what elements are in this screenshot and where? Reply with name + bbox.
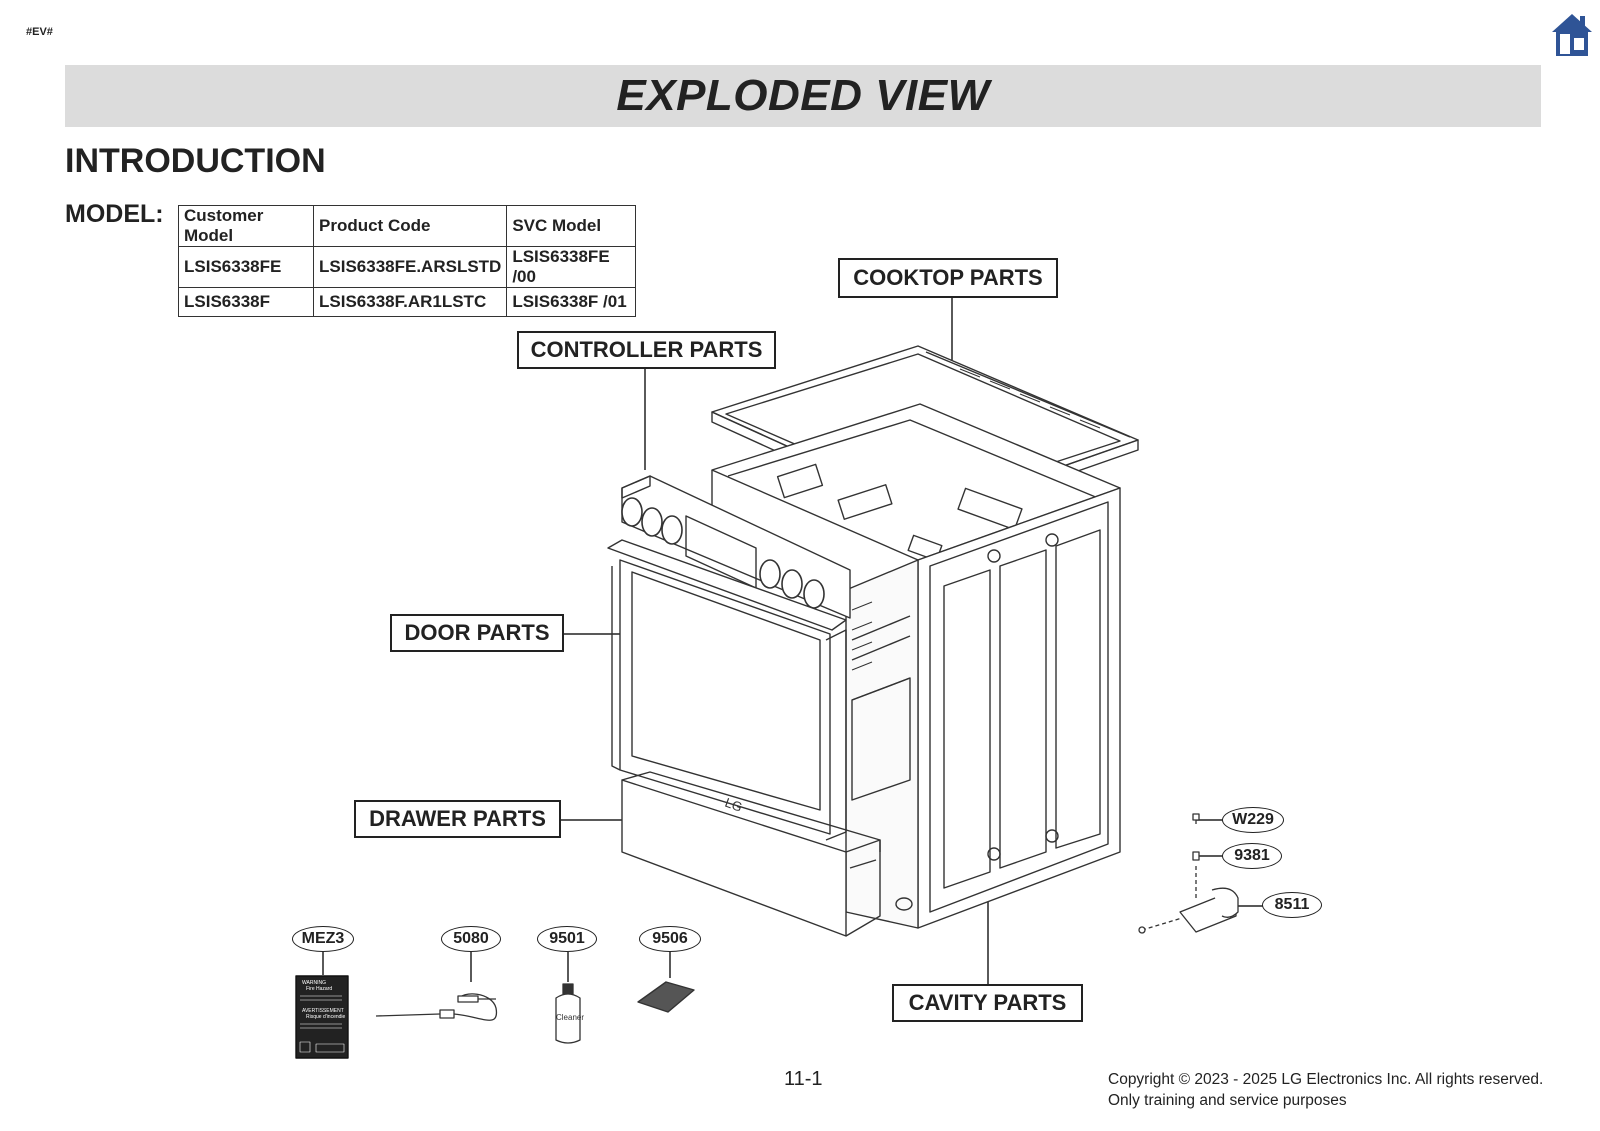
- part-number-9501[interactable]: 9501: [537, 926, 597, 952]
- label-text: Risque d'incendie: [306, 1014, 346, 1020]
- cleaner-bottle-illustration: Cleaner: [555, 983, 584, 1044]
- control-panel: [621, 475, 851, 619]
- home-icon[interactable]: [1552, 12, 1592, 56]
- cavity-parts-label[interactable]: CAVITY PARTS: [892, 984, 1083, 1022]
- table-header: SVC Model: [506, 205, 637, 247]
- table-row: LSIS6338F LSIS6338F.AR1LSTC LSIS6338F /0…: [178, 287, 637, 317]
- part-number-9506[interactable]: 9506: [639, 926, 701, 952]
- oven-door: LG: [607, 539, 847, 841]
- range-body: [711, 403, 1121, 929]
- cleaner-label: Cleaner: [556, 1013, 584, 1022]
- warming-drawer: [621, 771, 913, 937]
- usage-note: Only training and service purposes: [1108, 1092, 1347, 1109]
- table-cell: LSIS6338FE.ARSLSTD: [312, 246, 508, 288]
- label-text: Fire Hazard: [306, 986, 332, 992]
- title-banner: EXPLODED VIEW: [65, 65, 1541, 127]
- part-number-w229[interactable]: W229: [1222, 807, 1284, 833]
- label-text: AVERTISSEMENT: [302, 1008, 344, 1014]
- part-number-8511[interactable]: 8511: [1262, 892, 1322, 918]
- table-cell: LSIS6338F /01: [506, 287, 637, 317]
- door-parts-label[interactable]: DOOR PARTS: [390, 614, 564, 652]
- table-cell: LSIS6338FE /00: [506, 246, 637, 288]
- table-row: LSIS6338FE LSIS6338FE.ARSLSTD LSIS6338FE…: [178, 246, 637, 288]
- model-table: Customer Model Product Code SVC Model LS…: [178, 205, 637, 317]
- controller-parts-label[interactable]: CONTROLLER PARTS: [517, 331, 776, 369]
- table-cell: LSIS6338FE: [178, 246, 314, 288]
- table-cell: LSIS6338F.AR1LSTC: [312, 287, 508, 317]
- scrubbing-pad-illustration: [637, 981, 695, 1013]
- table-header: Customer Model: [178, 205, 314, 247]
- copyright-text: Copyright © 2023 - 2025 LG Electronics I…: [1108, 1071, 1544, 1088]
- part-number-5080[interactable]: 5080: [441, 926, 501, 952]
- meat-probe-illustration: [375, 993, 498, 1021]
- warning-label-illustration: WARNING Fire Hazard AVERTISSEMENT Risque…: [295, 975, 349, 1059]
- table-header-row: Customer Model Product Code SVC Model: [178, 205, 637, 247]
- leg-leveler-illustration: [1138, 813, 1239, 934]
- table-cell: LSIS6338F: [178, 287, 314, 317]
- copyright-notice: Copyright © 2023 - 2025 LG Electronics I…: [1108, 1069, 1543, 1111]
- drawer-parts-label[interactable]: DRAWER PARTS: [354, 800, 561, 838]
- brand-logo: LG: [723, 795, 744, 815]
- page-number: 11-1: [784, 1068, 823, 1090]
- introduction-heading: INTRODUCTION: [65, 142, 326, 180]
- page-title: EXPLODED VIEW: [616, 71, 990, 120]
- part-number-9381[interactable]: 9381: [1222, 843, 1282, 869]
- document-tag: #EV#: [26, 26, 53, 38]
- table-header: Product Code: [312, 205, 508, 247]
- label-text: WARNING: [302, 980, 326, 986]
- part-number-mez3[interactable]: MEZ3: [292, 926, 354, 952]
- model-label: MODEL:: [65, 200, 164, 228]
- cooktop-parts-label[interactable]: COOKTOP PARTS: [838, 258, 1058, 298]
